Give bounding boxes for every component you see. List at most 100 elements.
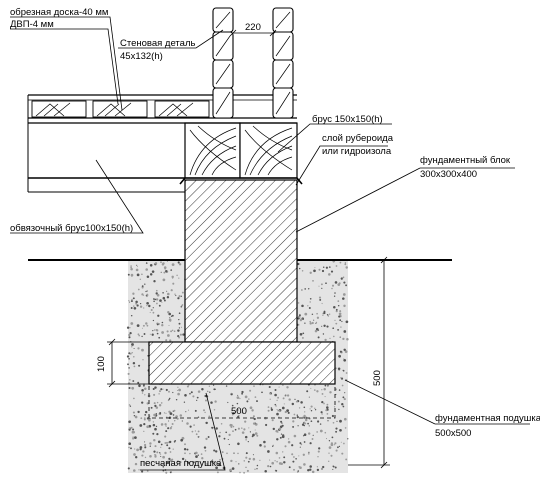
gravel-speck [335, 427, 338, 430]
gravel-speck [168, 410, 171, 414]
gravel-speck [135, 300, 138, 304]
gravel-speck [185, 411, 187, 413]
gravel-speck [174, 420, 176, 422]
gravel-speck [198, 436, 200, 438]
gravel-speck [204, 449, 207, 452]
gravel-speck [249, 406, 253, 410]
gravel-speck [142, 359, 144, 361]
gravel-speck [149, 311, 151, 313]
gravel-speck [318, 447, 321, 450]
gravel-speck [171, 275, 174, 279]
gravel-speck [299, 316, 301, 318]
gravel-speck [247, 460, 250, 463]
gravel-speck [151, 270, 155, 273]
gravel-speck [141, 293, 144, 296]
gravel-speck [340, 377, 342, 379]
gravel-speck [338, 389, 341, 391]
gravel-speck [173, 330, 176, 333]
gravel-speck [307, 468, 310, 472]
gravel-speck [343, 276, 345, 278]
gravel-speck [128, 427, 131, 430]
gravel-speck [160, 402, 163, 404]
sill-beam-left [184, 122, 241, 179]
gravel-speck [149, 442, 152, 445]
gravel-speck [141, 389, 144, 392]
gravel-speck [137, 410, 140, 414]
gravel-speck [301, 336, 304, 339]
gravel-speck [282, 397, 285, 400]
gravel-speck [309, 408, 311, 410]
gravel-speck [130, 426, 133, 429]
foundation-pad [148, 341, 336, 385]
gravel-speck [252, 454, 254, 456]
gravel-speck [231, 467, 235, 470]
gravel-speck [132, 436, 134, 438]
gravel-speck [207, 436, 210, 438]
gravel-speck [162, 278, 166, 282]
gravel-speck [283, 403, 285, 405]
gravel-speck [133, 469, 136, 472]
gravel-speck [139, 302, 142, 305]
gravel-speck [152, 387, 155, 391]
gravel-speck [201, 457, 204, 460]
gravel-speck [130, 300, 133, 303]
gravel-speck [158, 393, 160, 395]
gravel-speck [168, 420, 170, 422]
gravel-speck [342, 396, 345, 399]
gravel-speck [244, 420, 247, 423]
gravel-speck [129, 405, 132, 407]
dim-pad-width-text: 500 [231, 406, 247, 417]
gravel-speck [269, 393, 272, 395]
floor-structure [27, 94, 297, 193]
gravel-speck [316, 390, 319, 393]
gravel-speck [324, 338, 327, 342]
gravel-speck [175, 294, 177, 297]
gravel-speck [347, 438, 349, 440]
gravel-speck [237, 394, 239, 396]
gravel-speck [252, 415, 255, 418]
gravel-speck [169, 440, 172, 444]
gravel-speck [143, 333, 146, 335]
gravel-speck [330, 443, 334, 447]
gravel-speck [146, 295, 148, 298]
gravel-speck [339, 310, 342, 313]
gravel-speck [312, 280, 314, 282]
dim-pad-thickness-text: 100 [96, 356, 107, 372]
gravel-speck [278, 409, 281, 412]
gravel-speck [141, 286, 144, 289]
gravel-speck [160, 271, 162, 273]
gravel-speck [343, 417, 347, 421]
gravel-speck [171, 423, 174, 425]
gravel-speck [254, 468, 256, 470]
gravel-speck [143, 418, 146, 421]
gravel-speck [143, 423, 146, 426]
gravel-speck [307, 305, 309, 307]
gravel-speck [144, 447, 146, 449]
gravel-speck [177, 297, 180, 300]
gravel-speck [148, 304, 151, 308]
gravel-speck [135, 302, 138, 305]
gravel-speck [249, 389, 252, 392]
gravel-speck [205, 421, 208, 425]
gravel-speck [153, 393, 156, 396]
gravel-speck [145, 268, 148, 271]
gravel-speck [323, 402, 325, 405]
gravel-speck [321, 269, 325, 273]
gravel-speck [322, 314, 324, 316]
gravel-speck [153, 413, 156, 417]
sand-pad-outline [148, 383, 336, 419]
gravel-speck [298, 455, 300, 457]
gravel-speck [136, 273, 140, 277]
gravel-speck [155, 298, 159, 301]
gravel-speck [344, 262, 347, 264]
gravel-speck [181, 291, 184, 294]
gravel-speck [252, 422, 256, 425]
gravel-speck [321, 413, 323, 415]
gravel-speck [138, 334, 141, 337]
gravel-speck [343, 358, 347, 362]
gravel-speck [317, 456, 319, 458]
gravel-speck [324, 431, 327, 434]
gravel-speck [145, 410, 148, 414]
gravel-speck [321, 392, 324, 395]
gravel-speck [193, 424, 195, 426]
